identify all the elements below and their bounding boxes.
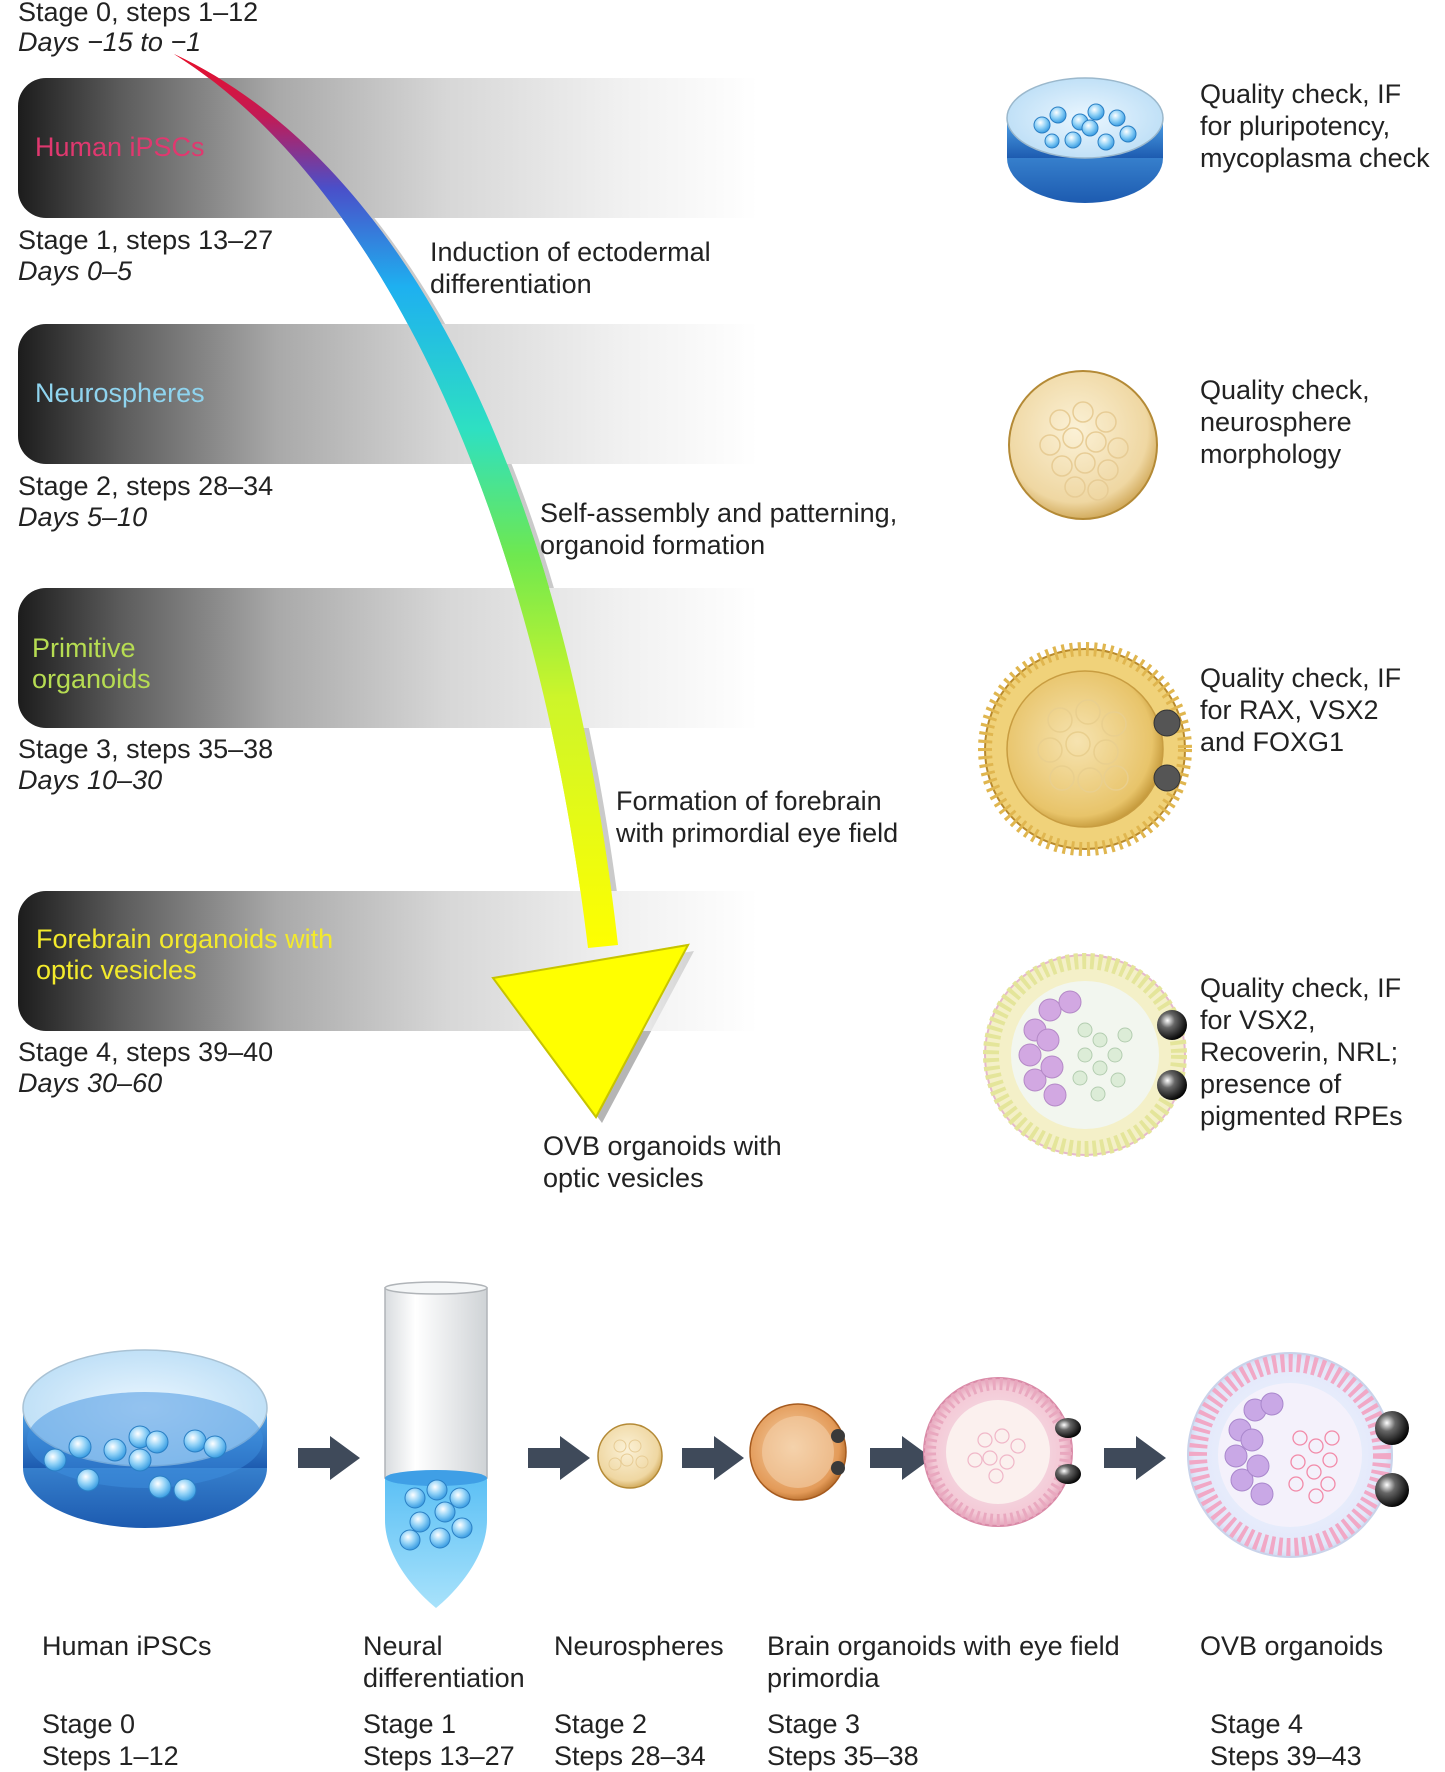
stage-2-header: Stage 2, steps 28–34 [18,471,274,501]
qc-stage-0: Quality check, IF for pluripotency, myco… [1200,78,1430,174]
bottom-name-line: Brain organoids with eye field [767,1631,1120,1661]
bottom-name-line: Human iPSCs [42,1631,212,1661]
bottom-stage-1: Stage 1 Steps 13–27 [363,1708,515,1772]
bottom-name-line: differentiation [363,1663,525,1693]
qc-line: Quality check, IF [1200,973,1402,1003]
stage-1-header: Stage 1, steps 13–27 [18,225,274,255]
qc-line: Quality check, [1200,375,1370,405]
process-line: organoid formation [540,530,766,560]
bottom-stage-2: Stage 2 Steps 28–34 [554,1708,706,1772]
band-human-ipscs [18,78,758,218]
stage-0-days: Days −15 to −1 [18,27,202,57]
band-label-human-ipscs: Human iPSCs [35,132,205,162]
bottom-stage-0: Stage 0 Steps 1–12 [42,1708,179,1772]
bottom-label-human-ipscs: Human iPSCs [42,1630,212,1662]
stage-2-days: Days 5–10 [18,502,148,532]
stage-4-header: Stage 4, steps 39–40 [18,1037,274,1067]
qc-line: for pluripotency, [1200,111,1391,141]
process-line: Induction of ectodermal [430,237,711,267]
band-label-line: optic vesicles [36,955,197,985]
petri-dish-icon [1006,77,1164,203]
band-label-line: Forebrain organoids with [36,924,334,954]
process-line: optic vesicles [543,1163,704,1193]
bottom-dish-icon [22,1349,268,1528]
bottom-stage-3: Stage 3 Steps 35–38 [767,1708,919,1772]
bottom-steps-line: Steps 1–12 [42,1741,179,1771]
stage-0-header: Stage 0, steps 1–12 [18,0,259,27]
bottom-label-ovb-organoids: OVB organoids [1200,1630,1383,1662]
bottom-name-line: primordia [767,1663,880,1693]
qc-line: for RAX, VSX2 [1200,695,1379,725]
bottom-brain-organoid-icon [749,1403,847,1501]
process-line: OVB organoids with [543,1131,782,1161]
bottom-stage-line: Stage 3 [767,1709,861,1739]
qc-line: mycoplasma check [1200,143,1430,173]
stage-3-days: Days 10–30 [18,765,163,795]
process-stage-2: Self-assembly and patterning, organoid f… [540,497,897,561]
bottom-stage-4: Stage 4 Steps 39–43 [1210,1708,1362,1772]
bottom-stage-line: Stage 1 [363,1709,457,1739]
forebrain-organoid-icon [983,953,1187,1157]
qc-line: Quality check, IF [1200,79,1402,109]
qc-line: neurosphere [1200,407,1352,437]
band-label-primitive-organoids: Primitive organoids [32,633,151,695]
neurosphere-icon [1008,370,1158,520]
bottom-stage-line: Stage 0 [42,1709,136,1739]
process-stage-1: Induction of ectodermal differentiation [430,236,711,300]
band-label-line: Primitive [32,633,136,663]
process-line: Self-assembly and patterning, [540,498,898,528]
bottom-label-brain-organoids: Brain organoids with eye field primordia [767,1630,1120,1694]
stage-1-days: Days 0–5 [18,256,133,286]
step-arrow-1 [298,1436,360,1480]
bottom-name-line: Neural [363,1631,443,1661]
qc-stage-1: Quality check, neurosphere morphology [1200,374,1370,470]
bottom-steps-line: Steps 13–27 [363,1741,515,1771]
qc-stage-3: Quality check, IF for VSX2, Recoverin, N… [1200,972,1403,1132]
qc-line: presence of [1200,1069,1342,1099]
process-stage-3: Formation of forebrain with primordial e… [616,785,898,849]
step-arrow-3 [682,1436,744,1480]
bottom-label-neural-differentiation: Neural differentiation [363,1630,525,1694]
qc-line: morphology [1200,439,1342,469]
band-label-neurospheres: Neurospheres [35,378,205,408]
bottom-steps-line: Steps 39–43 [1210,1741,1362,1771]
bottom-stage-line: Stage 4 [1210,1709,1304,1739]
bottom-label-neurospheres: Neurospheres [554,1630,724,1662]
process-stage-4: OVB organoids with optic vesicles [543,1130,782,1194]
tube-icon [384,1281,488,1608]
bottom-steps-line: Steps 35–38 [767,1741,919,1771]
stage-4-days: Days 30–60 [18,1068,163,1098]
bottom-neurosphere-icon [597,1423,663,1489]
band-neurospheres [18,324,758,464]
step-arrow-2 [528,1436,590,1480]
primitive-organoid-icon [978,642,1192,856]
bottom-arrows [298,1436,1166,1480]
qc-stage-2: Quality check, IF for RAX, VSX2 and FOXG… [1200,662,1401,758]
qc-line: for VSX2, [1200,1005,1316,1035]
qc-line: Recoverin, NRL; [1200,1037,1399,1067]
band-primitive-organoids [18,588,758,728]
bottom-ovb-organoid-icon [1187,1352,1409,1558]
bottom-name-line: OVB organoids [1200,1631,1384,1661]
bottom-steps-line: Steps 28–34 [554,1741,706,1771]
bottom-eye-field-organoid-icon [923,1377,1081,1527]
arrow-overlay [174,54,690,1119]
process-line: Formation of forebrain [616,786,882,816]
qc-line: and FOXG1 [1200,727,1345,757]
process-line: with primordial eye field [616,818,899,848]
qc-line: pigmented RPEs [1200,1101,1403,1131]
band-label-forebrain-organoids: Forebrain organoids with optic vesicles [36,924,333,986]
step-arrow-5 [1104,1436,1166,1480]
process-line: differentiation [430,269,592,299]
qc-line: Quality check, IF [1200,663,1402,693]
bottom-name-line: Neurospheres [554,1631,724,1661]
step-arrow-4 [870,1436,932,1480]
band-label-line: organoids [32,664,151,694]
stage-3-header: Stage 3, steps 35–38 [18,734,274,764]
bottom-stage-line: Stage 2 [554,1709,648,1739]
